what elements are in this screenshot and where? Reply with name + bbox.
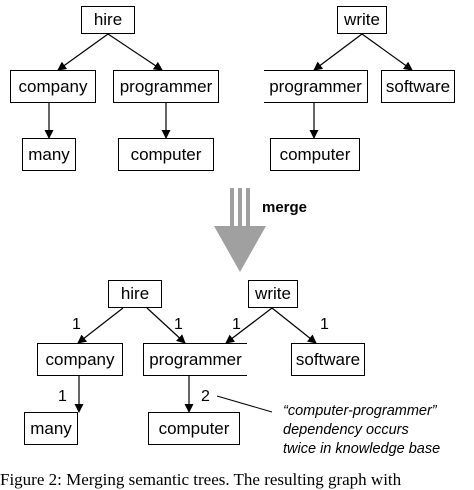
node-computer-top-left: computer — [118, 138, 214, 171]
edge-write-software — [361, 33, 413, 71]
node-programmer-top-right: programmer — [264, 70, 368, 103]
edge-weight-write-programmer: 1 — [232, 316, 241, 333]
node-programmer-merged: programmer — [143, 343, 247, 376]
edge-merged-write-software — [271, 307, 317, 344]
edge-merged-hire-company — [77, 307, 124, 344]
edge-merged-write-programmer — [225, 307, 273, 344]
node-many-top: many — [22, 138, 76, 171]
edge-weight-hire-programmer: 1 — [174, 316, 183, 333]
node-hire-merged: hire — [108, 280, 162, 308]
node-company-merged: company — [37, 343, 123, 376]
node-programmer-top: programmer — [113, 70, 219, 103]
edge-weight-company-many: 1 — [58, 388, 67, 405]
node-many-merged: many — [24, 412, 78, 445]
node-software-merged: software — [291, 343, 365, 376]
edge-hire-programmer — [107, 33, 163, 71]
edge-hire-company — [57, 33, 109, 71]
edge-write-programmer — [313, 33, 363, 71]
edge-weight-hire-company: 1 — [72, 316, 81, 333]
node-computer-top-right: computer — [270, 138, 360, 171]
merge-label: merge — [262, 199, 308, 216]
annotation-line-1: “computer-programmer” — [283, 403, 437, 419]
node-software-top: software — [381, 70, 455, 103]
node-write-merged: write — [248, 280, 298, 308]
annotation-leader-line — [216, 395, 273, 413]
node-company-top: company — [10, 70, 96, 103]
node-computer-merged: computer — [148, 412, 240, 445]
edge-weight-programmer-computer: 2 — [201, 388, 210, 405]
figure-caption: Figure 2: Merging semantic trees. The re… — [0, 470, 402, 489]
node-hire-top: hire — [81, 6, 135, 34]
annotation-line-3: twice in knowledge base — [283, 441, 441, 457]
edge-merged-hire-programmer — [146, 307, 186, 344]
merge-arrow — [214, 188, 266, 272]
annotation-line-2: dependency occurs — [283, 422, 409, 438]
node-write-top: write — [337, 6, 387, 34]
edge-weight-write-software: 1 — [320, 316, 329, 333]
dependency-annotation: “computer-programmer” dependency occurs … — [283, 402, 440, 459]
